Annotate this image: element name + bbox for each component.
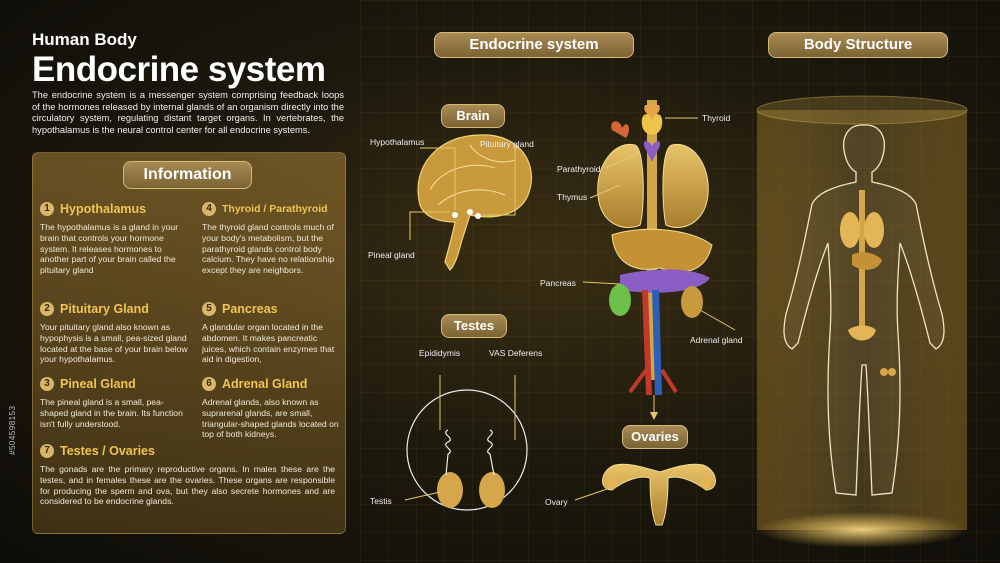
testes-illustration bbox=[404, 375, 528, 511]
subtitle: Human Body bbox=[32, 30, 137, 49]
item-description: The gonads are the primary reproductive … bbox=[40, 464, 335, 507]
item-description: Adrenal glands, also known as suprarenal… bbox=[202, 397, 339, 440]
endocrine-system-heading: Endocrine system bbox=[434, 32, 634, 58]
body-structure-heading: Body Structure bbox=[768, 32, 948, 58]
pituitary-marker bbox=[475, 213, 481, 219]
label-pancreas: Pancreas bbox=[540, 278, 576, 288]
item-number: 6 bbox=[202, 376, 216, 391]
info-item-gonads: 7 Testes / Ovaries The gonads are the pri… bbox=[40, 442, 335, 507]
watermark-id: #504598153 bbox=[8, 405, 17, 456]
item-description: The pineal gland is a small, pea-shaped … bbox=[40, 397, 183, 429]
thymus-shape bbox=[643, 141, 661, 162]
item-number: 7 bbox=[40, 443, 54, 458]
ovaries-heading: Ovaries bbox=[622, 425, 688, 449]
organs-illustration bbox=[582, 100, 736, 420]
ovaries-illustration bbox=[574, 463, 716, 526]
info-item-thyroid: 4 Thyroid / Parathyroid The thyroid gland… bbox=[202, 200, 337, 276]
label-thymus: Thymus bbox=[557, 192, 588, 202]
testes-heading: Testes bbox=[441, 314, 507, 338]
adrenal-shape bbox=[609, 284, 631, 316]
item-number: 3 bbox=[40, 376, 54, 391]
item-title: Hypothalamus bbox=[60, 201, 147, 216]
item-description: The hypothalamus is a gland in your brai… bbox=[40, 222, 179, 276]
item-title: Pituitary Gland bbox=[60, 301, 149, 316]
info-item-pancreas: 5 Pancreas A glandular organ located in t… bbox=[202, 300, 340, 365]
label-pituitary: Pituitary gland bbox=[480, 139, 534, 149]
info-item-pituitary: 2 Pituitary Gland Your pituitary gland al… bbox=[40, 300, 195, 365]
info-item-pineal: 3 Pineal Gland The pineal gland is a smal… bbox=[40, 375, 190, 429]
item-number: 1 bbox=[40, 201, 54, 216]
thyroid-shape bbox=[641, 114, 663, 135]
item-title: Adrenal Gland bbox=[222, 376, 308, 391]
label-parathyroid: Parathyroid bbox=[557, 164, 601, 174]
brain-heading: Brain bbox=[441, 104, 505, 128]
information-heading: Information bbox=[123, 161, 252, 189]
label-hypothalamus: Hypothalamus bbox=[370, 137, 425, 147]
page-title: Endocrine system bbox=[32, 50, 326, 89]
pineal-marker bbox=[452, 212, 458, 218]
item-number: 5 bbox=[202, 301, 216, 316]
item-number: 4 bbox=[202, 201, 216, 216]
label-vas-deferens: VAS Deferens bbox=[489, 348, 543, 358]
parathyroid-shape bbox=[611, 121, 629, 138]
intro-text: The endocrine system is a messenger syst… bbox=[32, 90, 344, 135]
body-structure-illustration bbox=[756, 95, 968, 548]
item-title: Thyroid / Parathyroid bbox=[222, 202, 328, 215]
info-item-adrenal: 6 Adrenal Gland Adrenal glands, also know… bbox=[202, 375, 340, 440]
item-description: A glandular organ located in the abdomen… bbox=[202, 322, 335, 365]
label-pineal: Pineal gland bbox=[368, 250, 415, 260]
info-item-hypothalamus: 1 Hypothalamus The hypothalamus is a glan… bbox=[40, 200, 190, 276]
item-title: Testes / Ovaries bbox=[60, 443, 155, 458]
information-panel bbox=[32, 152, 346, 534]
pancreas-shape bbox=[620, 269, 710, 293]
label-thyroid: Thyroid bbox=[702, 113, 731, 123]
item-title: Pineal Gland bbox=[60, 376, 136, 391]
label-epididymis: Epididymis bbox=[419, 348, 461, 358]
item-description: Your pituitary gland also known as hypop… bbox=[40, 322, 188, 365]
label-adrenal: Adrenal gland bbox=[690, 335, 743, 345]
label-ovary: Ovary bbox=[545, 497, 568, 507]
item-number: 2 bbox=[40, 301, 54, 316]
hypothalamus-marker bbox=[467, 209, 473, 215]
brain-illustration bbox=[409, 134, 533, 271]
item-title: Pancreas bbox=[222, 301, 278, 316]
label-testis: Testis bbox=[370, 496, 392, 506]
item-description: The thyroid gland controls much of your … bbox=[202, 222, 335, 276]
